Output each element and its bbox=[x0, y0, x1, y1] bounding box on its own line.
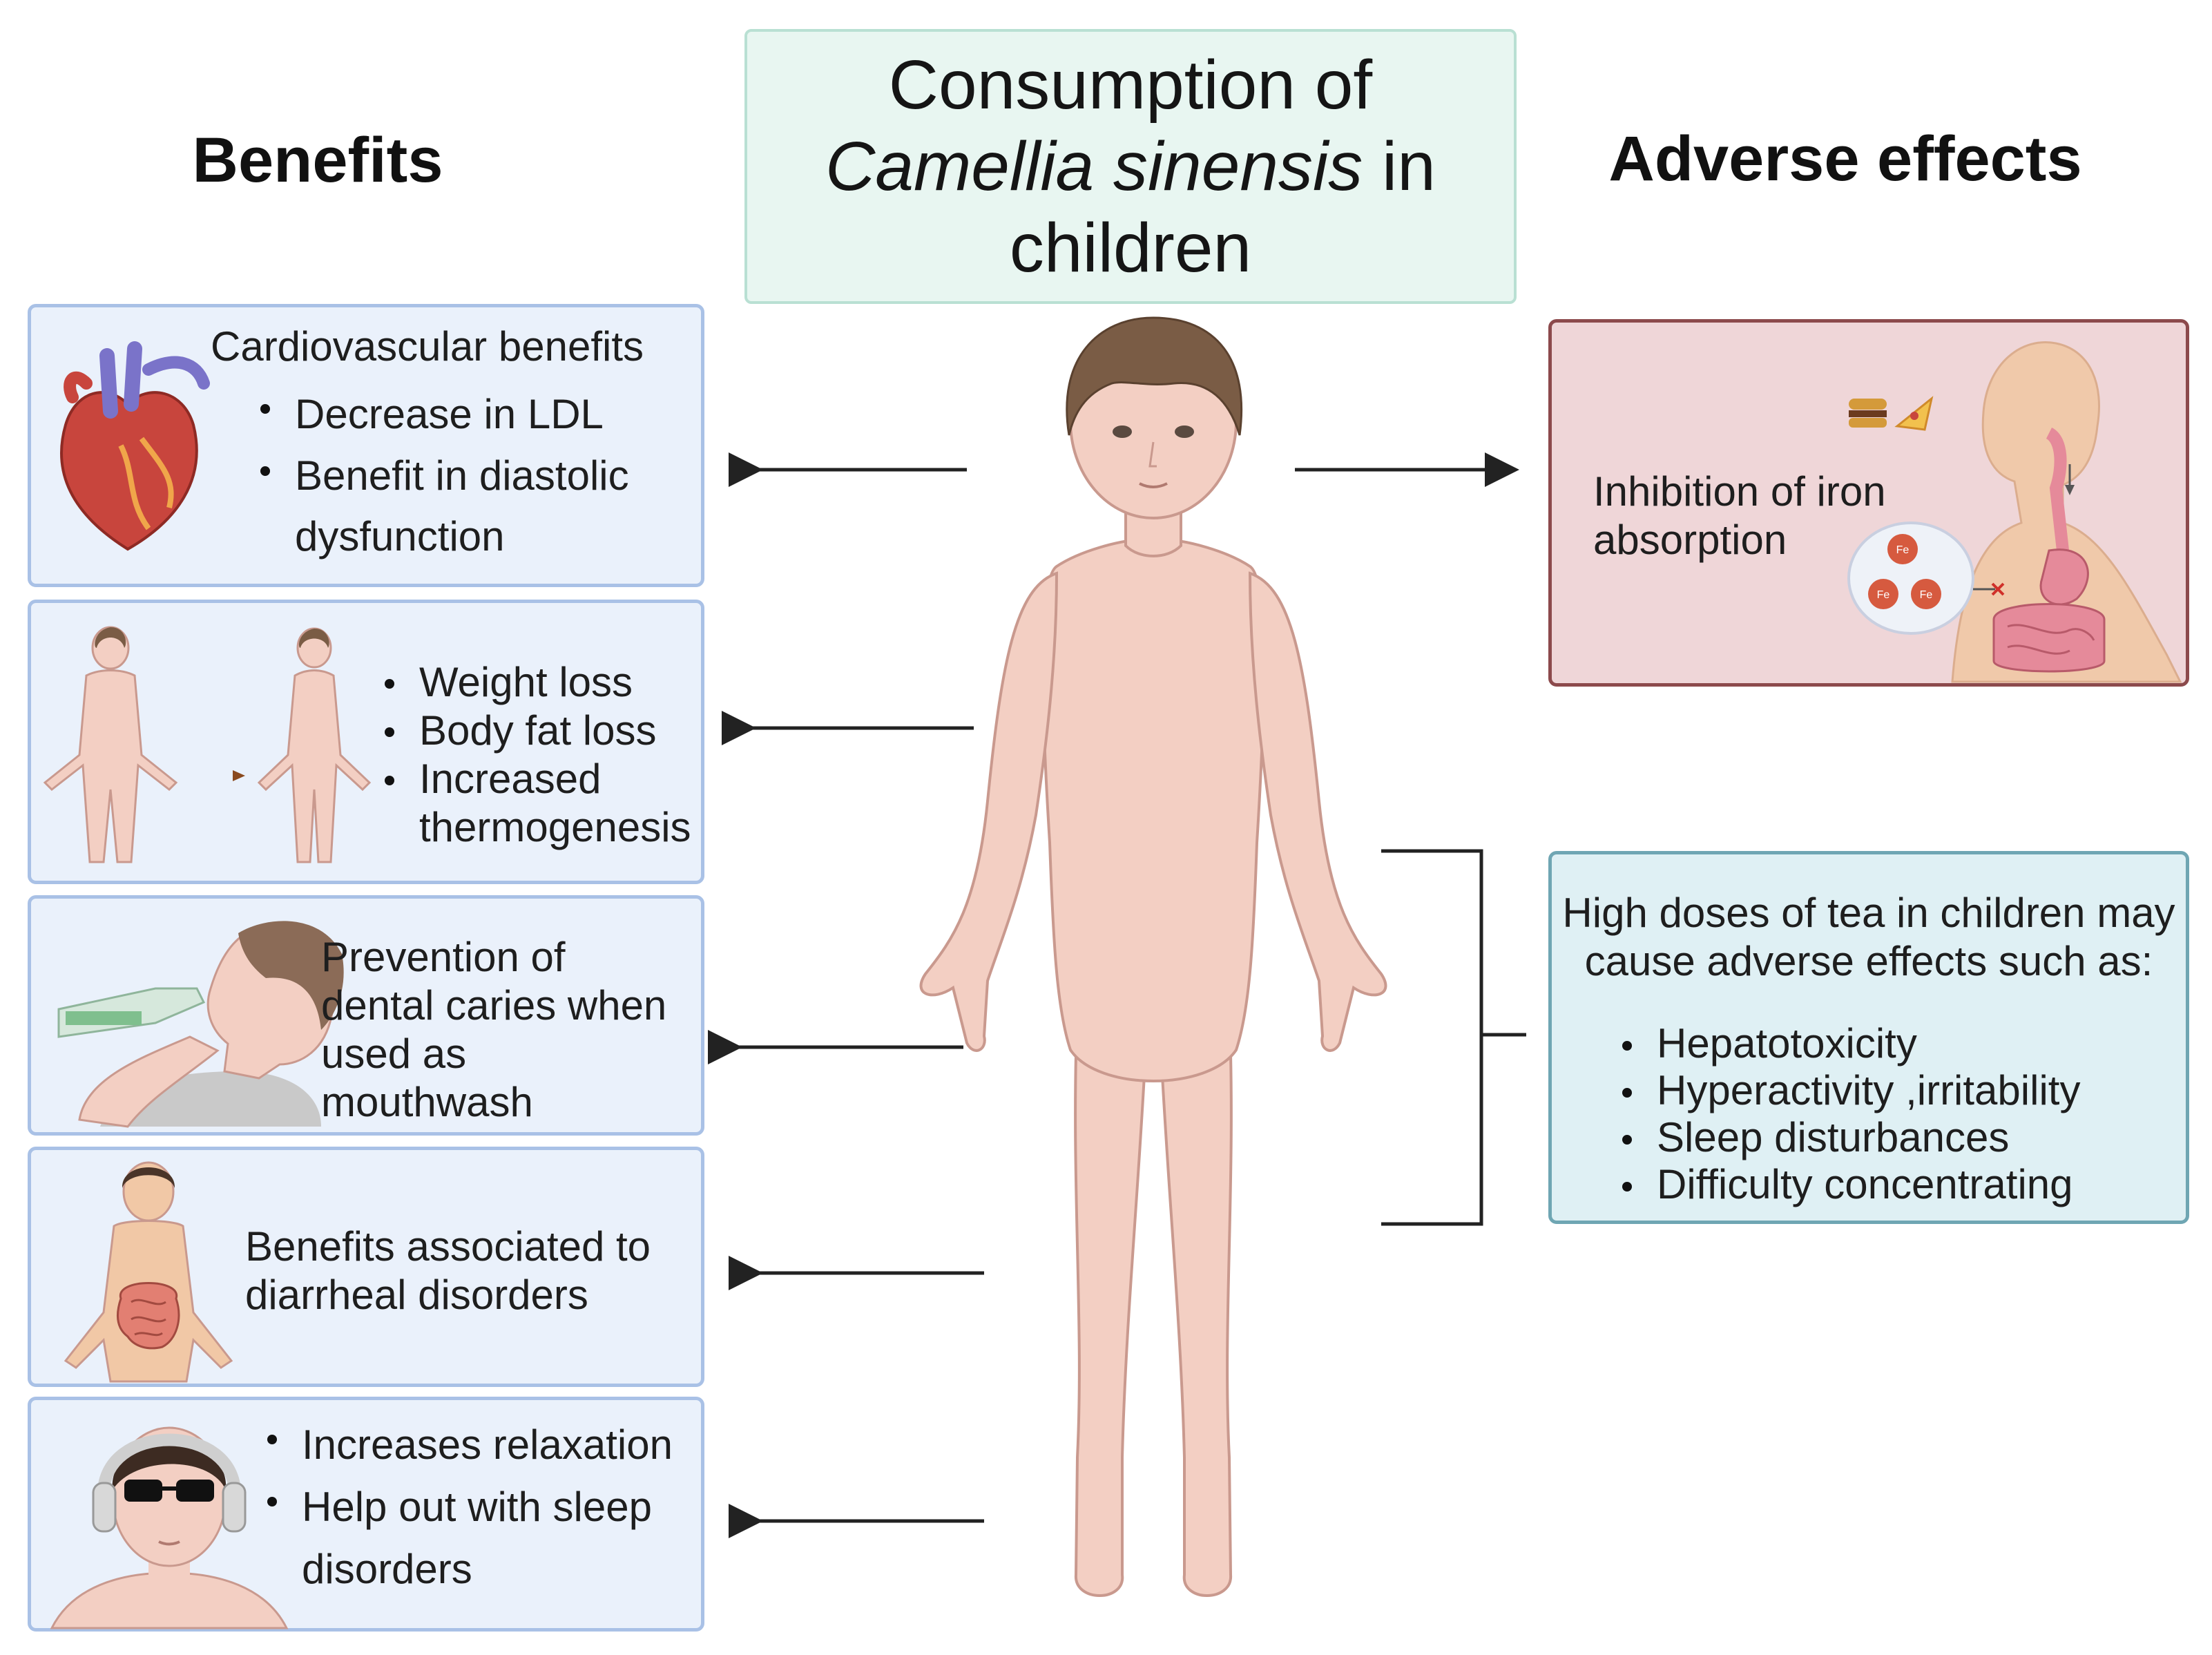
cardiovascular-heading: Cardiovascular benefits bbox=[211, 323, 644, 370]
fe-label: Fe bbox=[1877, 589, 1890, 601]
child-body-figure bbox=[919, 316, 1387, 1597]
adverse-effects-heading: Adverse effects bbox=[1608, 124, 2082, 194]
title-box: Consumption of Camellia sinensis in chil… bbox=[744, 29, 1517, 304]
bracket-high-dose bbox=[1381, 849, 1526, 1226]
benefit-dental: Prevention of dental caries when used as… bbox=[28, 895, 704, 1136]
intestine-child-icon bbox=[64, 1161, 233, 1383]
adverse-high-doses: High doses of tea in children may cause … bbox=[1548, 851, 2189, 1224]
list-item: Weight loss bbox=[369, 658, 701, 707]
high-dose-intro: High doses of tea in children may cause … bbox=[1562, 890, 2175, 984]
list-item: Benefit in diastolic dysfunction bbox=[245, 446, 687, 567]
heart-icon bbox=[60, 341, 210, 551]
benefits-heading: Benefits bbox=[192, 125, 443, 195]
benefit-weight: Weight loss Body fat loss Increased ther… bbox=[28, 600, 704, 884]
cardiovascular-bullets: Decrease in LDL Benefit in diastolic dys… bbox=[245, 383, 687, 567]
title-line-1: Consumption of bbox=[888, 46, 1373, 124]
high-dose-bullets: Hepatotoxicity Hyperactivity ,irritabili… bbox=[1607, 1020, 2173, 1208]
benefit-diarrheal: Benefits associated to diarrheal disorde… bbox=[28, 1147, 704, 1387]
benefit-relaxation: Increases relaxation Help out with sleep… bbox=[28, 1397, 704, 1632]
digestive-system-icon: Fe Fe Fe bbox=[1847, 341, 2182, 683]
relaxation-bullets: Increases relaxation Help out with sleep… bbox=[252, 1414, 694, 1600]
benefit-cardiovascular: Cardiovascular benefits Decrease in LDL … bbox=[28, 304, 704, 587]
list-item: Decrease in LDL bbox=[245, 383, 687, 446]
dental-text: Prevention of dental caries when used as… bbox=[321, 934, 667, 1125]
species-name: Camellia sinensis bbox=[825, 128, 1363, 205]
fe-label: Fe bbox=[1920, 589, 1933, 601]
fe-label: Fe bbox=[1896, 544, 1910, 556]
list-item: Increases relaxation bbox=[252, 1414, 694, 1476]
list-item: Difficulty concentrating bbox=[1607, 1161, 2173, 1208]
list-item: Hyperactivity ,irritability bbox=[1607, 1067, 2173, 1114]
iron-text: Inhibition of iron absorption bbox=[1593, 468, 1886, 563]
list-item: Sleep disturbances bbox=[1607, 1114, 2173, 1161]
title-line-2-rest: in bbox=[1363, 128, 1436, 205]
mouthwash-person-icon bbox=[57, 921, 344, 1128]
headphones-person-icon bbox=[50, 1426, 289, 1629]
diarrheal-text: Benefits associated to diarrheal disorde… bbox=[245, 1223, 651, 1318]
list-item: Hepatotoxicity bbox=[1607, 1020, 2173, 1067]
adverse-iron-absorption: Fe Fe Fe Inhibition of iron absorption bbox=[1548, 319, 2189, 687]
list-item: Help out with sleep disorders bbox=[252, 1476, 694, 1600]
title-line-3: children bbox=[1009, 209, 1252, 287]
list-item: Increased thermogenesis bbox=[369, 755, 701, 852]
weight-bullets: Weight loss Body fat loss Increased ther… bbox=[369, 658, 701, 852]
title-line-2: Camellia sinensis in bbox=[825, 126, 1436, 207]
list-item: Body fat loss bbox=[369, 707, 701, 755]
weight-loss-figures-icon bbox=[43, 626, 372, 863]
